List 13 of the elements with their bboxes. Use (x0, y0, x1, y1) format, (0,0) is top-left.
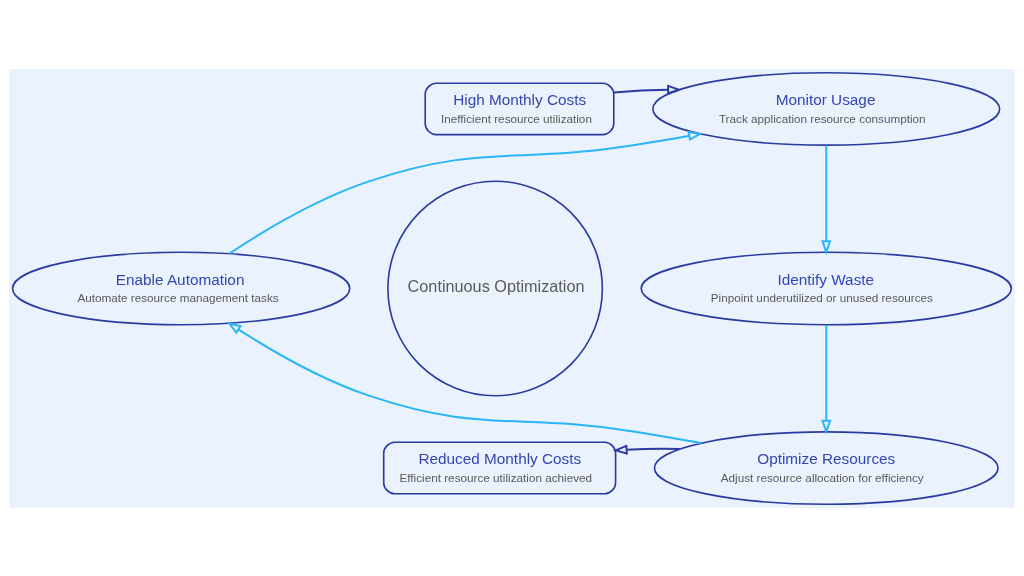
node-circle: Continuous Optimization (387, 179, 604, 397)
arrow (821, 143, 832, 255)
node-box: High Monthly Costs Inefficient resource utilization (424, 81, 615, 135)
arrow (612, 84, 682, 95)
node-ellipse: Optimize Resources Adjust resource allocation for efficiency (653, 430, 999, 505)
arrow (612, 443, 681, 455)
node-ellipse: Enable Automation Automate resource management tasks (11, 251, 351, 325)
node-ellipse: Identify Waste Pinpoint underutilized or unused resources (640, 251, 1013, 325)
node-box: Reduced Monthly Costs Efficient resource utilization achieved (382, 441, 617, 495)
node-ellipse: Monitor Usage Track application resource consumption (652, 71, 1001, 146)
arrow (228, 130, 703, 255)
arrow (226, 321, 703, 444)
arrow (821, 323, 832, 435)
